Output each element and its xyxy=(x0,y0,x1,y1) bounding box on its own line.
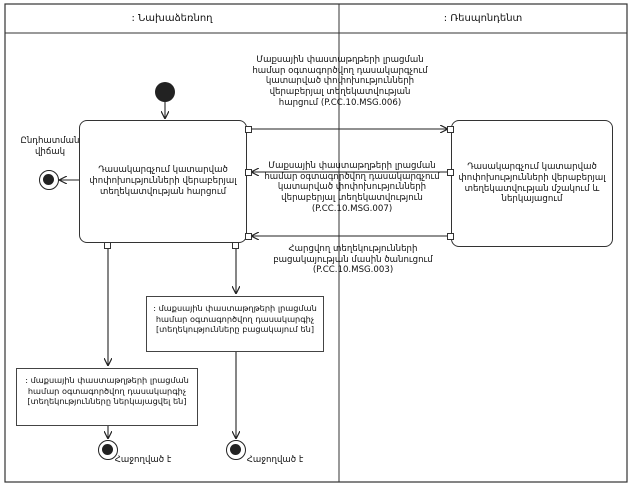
pin-in-msg003 xyxy=(245,233,252,240)
process-action-label: Դասակարգչում կատարված փոփոխությունների վ… xyxy=(458,162,606,205)
pin-in-msg007 xyxy=(245,169,252,176)
process-action: Դասակարգչում կատարված փոփոխությունների վ… xyxy=(451,120,613,247)
request-action: Դասակարգչում կատարված փոփոխությունների վ… xyxy=(79,120,247,243)
final-left-label: Հաջողված է xyxy=(114,455,172,465)
request-action-label: Դասակարգչում կատարված փոփոխությունների վ… xyxy=(89,165,237,197)
final-node-right xyxy=(226,440,246,460)
msg006-label: Մաքսային փաստաթղթերի լրացման համար օգտագ… xyxy=(252,55,428,108)
state-absent-label: : մաքսային փաստաթղթերի լրացման համար օգտ… xyxy=(153,303,317,335)
lane-initiator-title: : Նախաձեռնող xyxy=(131,13,213,24)
swimlane-frame xyxy=(4,3,628,483)
msg003-label: Հարցվող տեղեկությունների բացակայության մ… xyxy=(273,244,433,276)
state-provided-note: : մաքսային փաստաթղթերի լրացման համար օգտ… xyxy=(16,368,198,426)
pin-out-msg007 xyxy=(447,169,454,176)
pin-out-msg006 xyxy=(245,126,252,133)
interrupt-final-node xyxy=(39,170,59,190)
initial-node xyxy=(155,82,175,102)
final-right-label: Հաջողված է xyxy=(246,455,304,465)
pin-out-provided xyxy=(104,242,111,249)
msg007-label: Մաքսային փաստաթղթերի լրացման համար օգտագ… xyxy=(264,161,440,214)
pin-in-msg006 xyxy=(447,126,454,133)
state-absent-note: : մաքսային փաստաթղթերի լրացման համար օգտ… xyxy=(146,296,324,352)
pin-out-absent xyxy=(232,242,239,249)
lane-responder-title: : Ռեսպոնդենտ xyxy=(443,13,523,24)
state-provided-label: : մաքսային փաստաթղթերի լրացման համար օգտ… xyxy=(25,375,189,407)
interrupt-label: Ընդհատման վիճակ xyxy=(20,136,80,157)
pin-out-msg003 xyxy=(447,233,454,240)
final-node-left xyxy=(98,440,118,460)
